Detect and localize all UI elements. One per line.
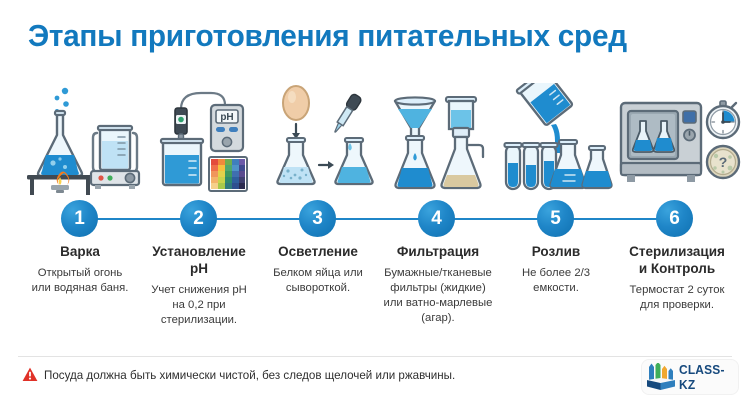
step-heading-1: Варка: [60, 244, 100, 259]
timeline-step-marker-1[interactable]: 1: [61, 200, 98, 237]
petri-dish-question-mark: ?: [719, 154, 728, 170]
step-number-6: 6: [669, 208, 680, 229]
brand-name-label: CLASS-KZ: [679, 362, 725, 392]
step-block-2: Установление pH Учет снижения pH на 0,2 …: [133, 244, 265, 327]
illustration-step-6: ?: [616, 80, 746, 198]
timeline-step-marker-4[interactable]: 4: [418, 200, 455, 237]
step-heading-3: Осветление: [278, 244, 358, 259]
warning-triangle-icon: [22, 367, 38, 381]
flask-over-burner-and-beaker-on-hotplate-icon: [27, 87, 141, 195]
step-description-1: Открытый огонь или водяная баня.: [31, 266, 129, 294]
step-number-3: 3: [312, 208, 323, 229]
step-number-5: 5: [550, 208, 561, 229]
footer: Посуда должна быть химически чистой, без…: [0, 358, 750, 400]
egg-into-cloudy-flask-arrow-clear-flask-dropper-icon: [276, 85, 374, 186]
timeline-connector-line: [80, 218, 675, 220]
illustration-step-1: [18, 80, 144, 198]
illustration-row: pH: [0, 80, 750, 198]
step-block-6: Стерилизация и Контроль Термостат 2 суто…: [608, 244, 746, 313]
illustration-step-3: [272, 80, 384, 198]
footer-divider: [18, 356, 732, 357]
step-block-1: Варка Открытый огонь или водяная баня.: [14, 244, 146, 296]
ph-device-label: pH: [220, 112, 233, 123]
step-description-6: Термостат 2 суток для проверки.: [629, 283, 725, 311]
ph-meter-probe-beaker-and-ph-strip-chart-icon: pH: [159, 91, 248, 192]
step-heading-5: Розлив: [531, 244, 581, 259]
open-book-with-pencils-logo-icon: [647, 363, 675, 390]
step-heading-2: Установление pH: [152, 244, 246, 276]
illustration-step-2: pH: [158, 80, 270, 198]
autoclave-with-flasks-stopwatch-and-petri-dish-icon: ?: [619, 100, 741, 182]
title-bar: Этапы приготовления питательных сред: [0, 10, 750, 62]
step-heading-6: Стерилизация и Контроль: [629, 244, 725, 276]
illustration-step-4: [388, 80, 500, 198]
timeline-step-marker-6[interactable]: 6: [656, 200, 693, 237]
footer-warning-note: Посуда должна быть химически чистой, без…: [44, 369, 456, 382]
page-title: Этапы приготовления питательных сред: [28, 18, 627, 53]
timeline-step-marker-2[interactable]: 2: [180, 200, 217, 237]
step-number-2: 2: [193, 208, 204, 229]
step-block-5: Розлив Не более 2/3 емкости.: [492, 244, 620, 296]
brand-logo[interactable]: CLASS-KZ: [642, 360, 738, 394]
step-block-3: Осветление Белком яйца или сывороткой.: [252, 244, 384, 296]
funnel-filtration-and-vacuum-filter-apparatus-icon: [393, 95, 485, 190]
step-description-5: Не более 2/3 емкости.: [521, 266, 591, 294]
timeline: 1 2 3 4 5 6: [0, 198, 750, 240]
timeline-step-marker-3[interactable]: 3: [299, 200, 336, 237]
step-number-1: 1: [74, 208, 85, 229]
step-heading-4: Фильтрация: [396, 244, 480, 259]
beaker-pouring-into-test-tubes-and-flasks-icon: [503, 83, 613, 191]
illustration-step-5: [502, 80, 614, 198]
step-block-4: Фильтрация Бумажные/тканевые фильтры (жи…: [370, 244, 506, 326]
step-description-2: Учет снижения pH на 0,2 при стерилизации…: [151, 283, 247, 326]
timeline-step-marker-5[interactable]: 5: [537, 200, 574, 237]
steps-text-row: Варка Открытый огонь или водяная баня. У…: [0, 244, 750, 344]
step-description-3: Белком яйца или сывороткой.: [273, 266, 363, 294]
step-number-4: 4: [431, 208, 442, 229]
step-description-4: Бумажные/тканевые фильтры (жидкие) или в…: [383, 266, 493, 324]
